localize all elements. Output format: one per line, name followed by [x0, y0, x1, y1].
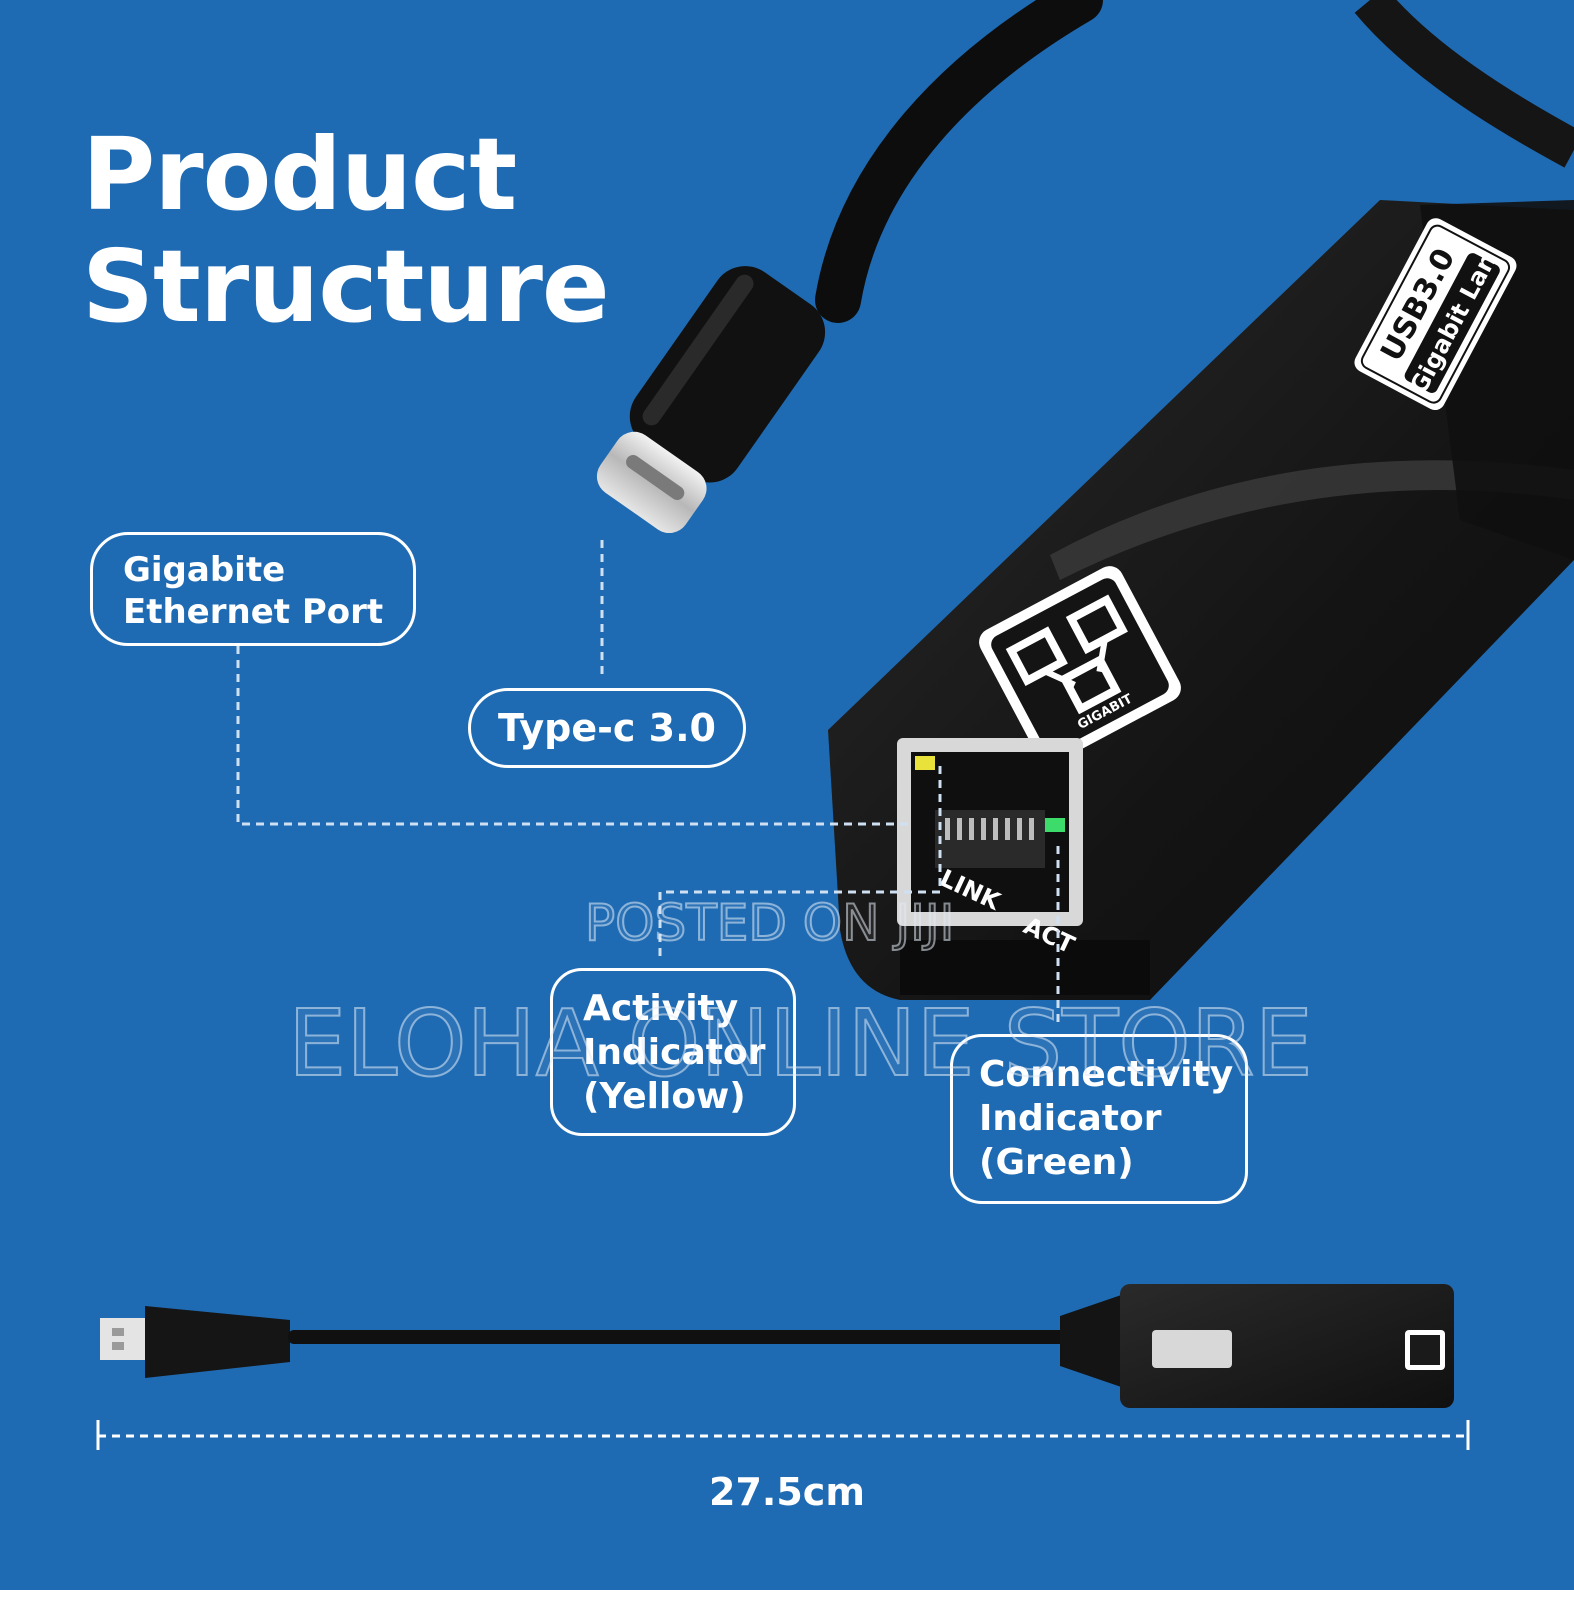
callout-type-c: Type-c 3.0: [468, 688, 746, 768]
watermark-store: ELOHA ONLINE STORE: [287, 989, 1314, 1098]
full-adapter-illustration: [100, 1284, 1454, 1408]
callout-activity-line1: Activity: [583, 988, 739, 1029]
title-line1: Product: [82, 116, 517, 233]
dimension-line: [96, 1420, 1470, 1450]
cable-top: [815, 0, 1103, 323]
led-yellow: [915, 756, 935, 770]
leader-ethernet: [236, 646, 910, 826]
callout-activity-indicator: Activity Indicator (Yellow): [550, 968, 796, 1136]
leader-activity: [658, 760, 942, 956]
gigabit-logo-icon: GIGABIT: [979, 566, 1181, 764]
callout-ethernet-line1: Gigabite: [123, 550, 286, 590]
type-c-connector: [596, 266, 826, 534]
title-line2: Structure: [82, 228, 610, 345]
callout-connectivity-line1: Connectivity: [979, 1054, 1234, 1095]
callout-ethernet-line2: Ethernet Port: [123, 592, 384, 632]
dimension-label: 27.5cm: [709, 1470, 865, 1514]
callout-type-c-label: Type-c 3.0: [498, 706, 716, 750]
leader-lines: [236, 540, 1060, 1022]
callout-connectivity-line2: Indicator: [979, 1098, 1162, 1139]
callout-ethernet-port: Gigabite Ethernet Port: [90, 532, 416, 646]
led-green: [1045, 818, 1065, 832]
cable-top-2: [1354, 0, 1574, 168]
callout-connectivity-line3: (Green): [979, 1142, 1134, 1183]
watermark-posted: POSTED ON JIJI: [584, 893, 955, 953]
callout-connectivity-indicator: Connectivity Indicator (Green): [950, 1034, 1248, 1204]
callout-activity-line2: Indicator: [583, 1032, 766, 1073]
callout-activity-line3: (Yellow): [583, 1076, 746, 1117]
